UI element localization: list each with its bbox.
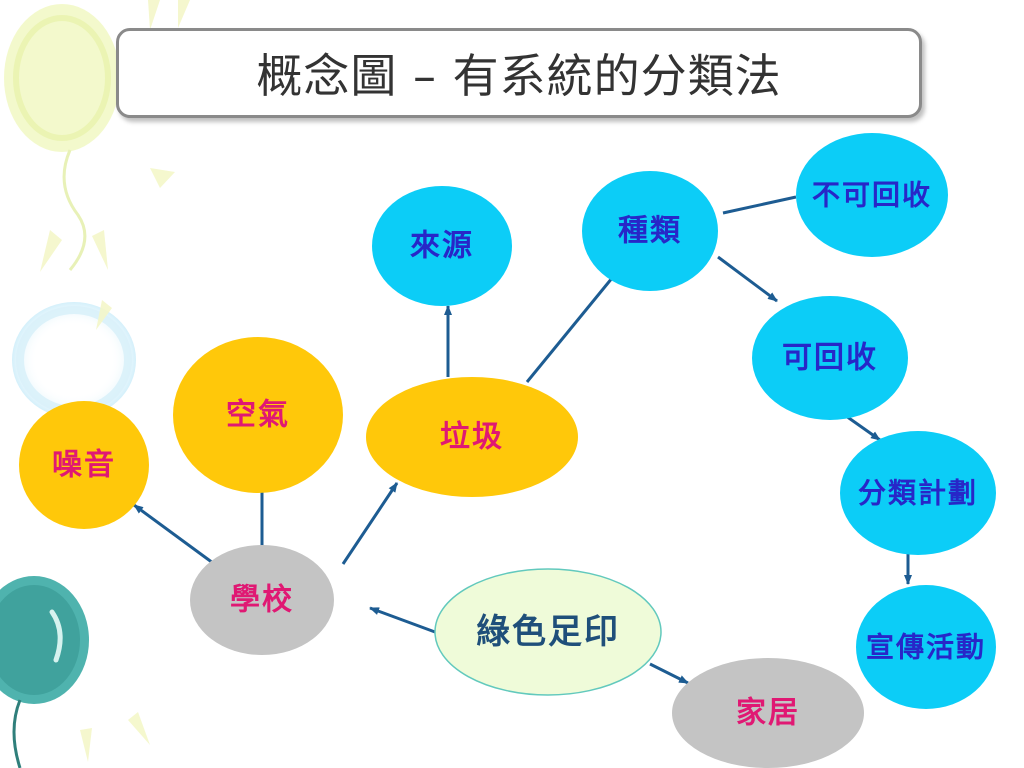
node-garbage-label: 垃圾 <box>440 420 504 455</box>
node-recyclable-shape <box>752 296 908 420</box>
node-non-recyclable: 不可回收 <box>796 133 948 257</box>
node-green-footprint-shape <box>434 568 662 696</box>
edge-green-footprint-to-home <box>649 662 689 685</box>
node-sorting-plan-label: 分類計劃 <box>858 477 978 510</box>
edge-types-to-non-recyclable <box>722 195 797 215</box>
node-air: 空氣 <box>173 337 343 493</box>
node-types: 種類 <box>582 171 718 291</box>
node-non-recyclable-shape <box>796 133 948 257</box>
title-box: 概念圖 – 有系統的分類法 <box>116 28 922 118</box>
edge-green-footprint-to-school <box>369 606 436 634</box>
edge-types-to-recyclable <box>717 255 778 303</box>
balloon-decoration <box>0 0 190 768</box>
edge-school-to-noise <box>133 503 214 565</box>
node-air-label: 空氣 <box>226 398 290 433</box>
edges-layer <box>133 195 912 685</box>
node-source-label: 來源 <box>410 229 474 264</box>
node-recyclable: 可回收 <box>752 296 908 420</box>
edge-recyclable-to-sorting-plan <box>845 414 881 442</box>
node-sorting-plan-shape <box>840 431 996 555</box>
node-school-shape <box>190 545 334 655</box>
node-noise: 噪音 <box>19 401 149 529</box>
node-air-shape <box>173 337 343 493</box>
node-source-shape <box>372 186 512 306</box>
node-non-recyclable-label: 不可回收 <box>812 179 932 212</box>
node-school: 學校 <box>190 545 334 655</box>
node-source: 來源 <box>372 186 512 306</box>
node-noise-shape <box>19 401 149 529</box>
node-promotion-label: 宣傳活動 <box>866 631 986 664</box>
node-green-footprint-label: 綠色足印 <box>476 612 620 652</box>
node-garbage-shape <box>366 377 578 497</box>
node-school-label: 學校 <box>230 583 294 618</box>
node-home: 家居 <box>672 658 864 768</box>
page-title: 概念圖 – 有系統的分類法 <box>256 49 782 103</box>
edge-garbage-to-types <box>525 271 619 383</box>
node-green-footprint: 綠色足印 <box>434 568 662 696</box>
node-home-shape <box>672 658 864 768</box>
node-home-label: 家居 <box>736 696 800 731</box>
node-promotion-shape <box>856 585 996 709</box>
edge-school-to-garbage <box>341 482 399 565</box>
node-sorting-plan: 分類計劃 <box>840 431 996 555</box>
node-noise-label: 噪音 <box>52 448 116 483</box>
node-types-shape <box>582 171 718 291</box>
node-types-label: 種類 <box>618 214 682 249</box>
node-garbage: 垃圾 <box>366 377 578 497</box>
node-recyclable-label: 可回收 <box>782 341 878 376</box>
node-promotion: 宣傳活動 <box>856 585 996 709</box>
